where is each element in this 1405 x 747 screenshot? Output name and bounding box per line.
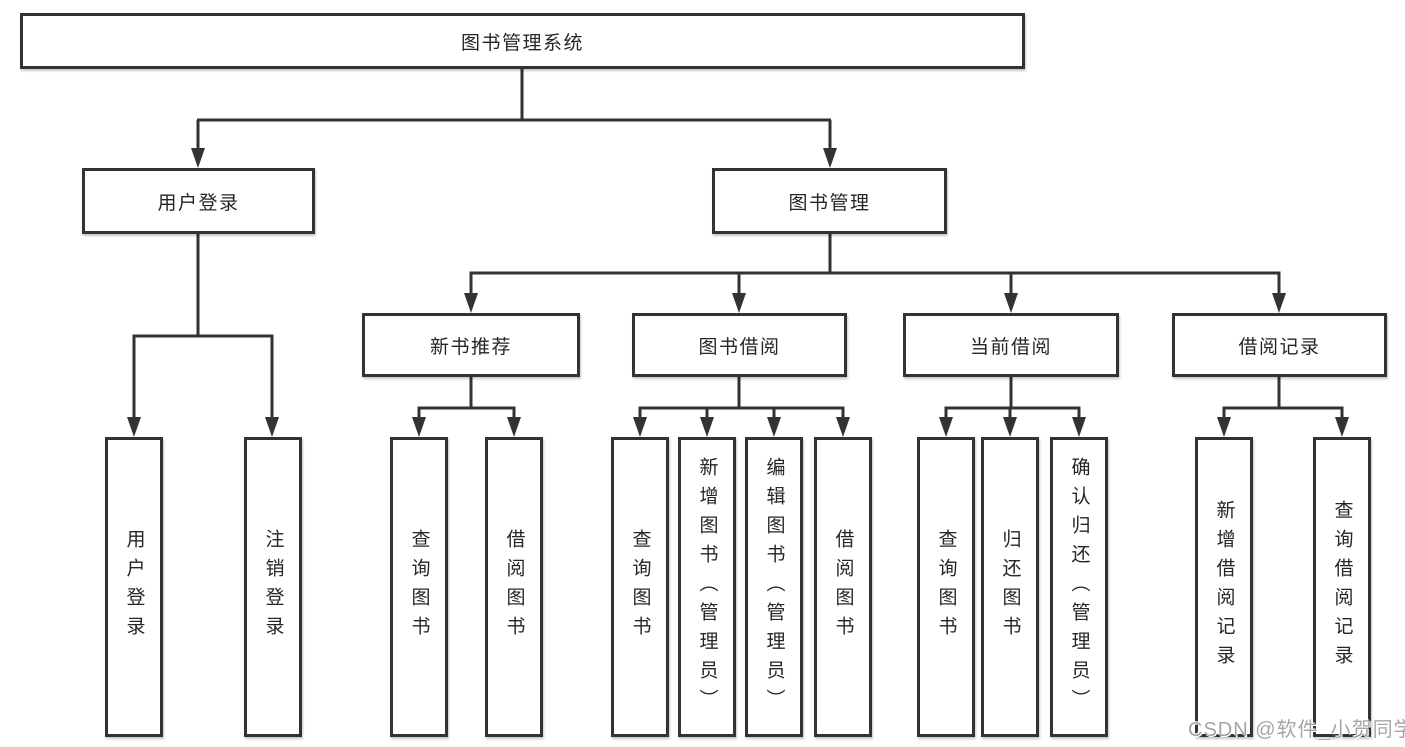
node-label: 借阅图书 — [503, 529, 525, 645]
node-user-login-branch: 用户登录 — [82, 168, 315, 234]
node-book-borrowing: 图书借阅 — [632, 313, 847, 377]
node-label: 新书推荐 — [429, 336, 512, 358]
node-borrow-add-book-admin: 新增图书（管理员） — [678, 437, 736, 737]
node-borrow-borrow-books: 借阅图书 — [814, 437, 872, 737]
node-label: 借阅记录 — [1238, 336, 1321, 358]
node-current-borrowing: 当前借阅 — [903, 313, 1119, 377]
node-records-add-borrow-record: 新增借阅记录 — [1195, 437, 1253, 737]
node-label: 新增借阅记录 — [1213, 500, 1235, 674]
node-label: 当前借阅 — [969, 336, 1052, 358]
node-new-book-recommend: 新书推荐 — [362, 313, 580, 377]
node-label: 查询图书 — [935, 529, 957, 645]
node-label: 用户登录 — [157, 192, 240, 214]
node-label: 图书管理 — [788, 192, 871, 214]
node-borrow-query-books: 查询图书 — [611, 437, 669, 737]
node-label: 查询借阅记录 — [1331, 500, 1353, 674]
node-borrowing-records: 借阅记录 — [1172, 313, 1387, 377]
node-label: 图书管理系统 — [460, 32, 584, 54]
tree-edges — [132, 69, 1344, 421]
node-login-user-login: 用户登录 — [105, 437, 163, 737]
node-login-logout: 注销登录 — [244, 437, 302, 737]
node-label: 查询图书 — [408, 529, 430, 645]
csdn-watermark: CSDN @软件_小贺同学 — [1188, 719, 1405, 741]
node-label: 编辑图书（管理员） — [763, 456, 785, 718]
node-label: 注销登录 — [262, 529, 284, 645]
node-recommend-query-books: 查询图书 — [390, 437, 448, 737]
node-borrow-edit-book-admin: 编辑图书（管理员） — [745, 437, 803, 737]
node-current-query-books: 查询图书 — [917, 437, 975, 737]
node-label: 用户登录 — [123, 529, 145, 645]
node-book-management: 图书管理 — [712, 168, 947, 234]
node-label: 借阅图书 — [832, 529, 854, 645]
node-current-confirm-return-admin: 确认归还（管理员） — [1050, 437, 1108, 737]
node-records-query-borrow-record: 查询借阅记录 — [1313, 437, 1371, 737]
node-label: 查询图书 — [629, 529, 651, 645]
node-label: 确认归还（管理员） — [1068, 456, 1090, 718]
node-recommend-borrow-books: 借阅图书 — [485, 437, 543, 737]
node-current-return-book: 归还图书 — [981, 437, 1039, 737]
node-library-system: 图书管理系统 — [20, 13, 1025, 69]
node-label: 图书借阅 — [698, 336, 781, 358]
node-label: 归还图书 — [999, 529, 1021, 645]
node-label: 新增图书（管理员） — [696, 456, 718, 718]
